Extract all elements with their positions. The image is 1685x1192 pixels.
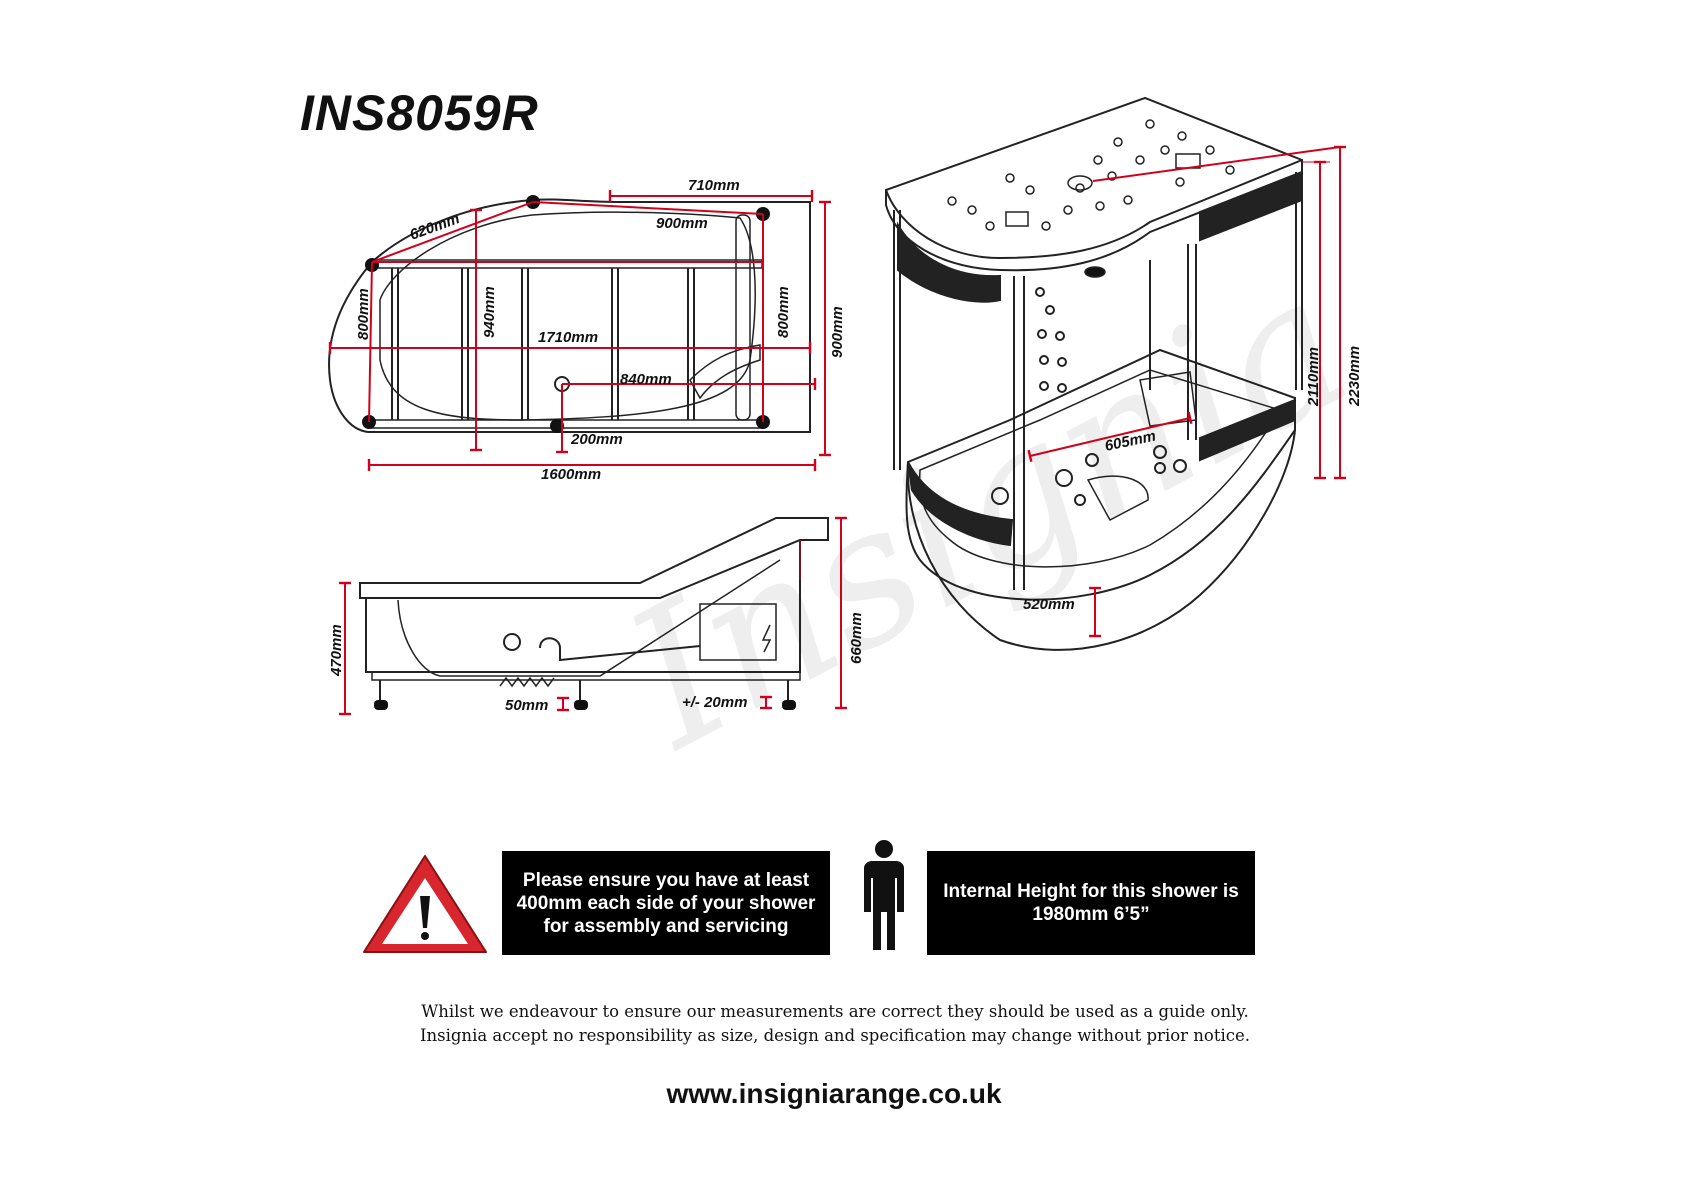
dim-2110: 2110mm [1305,347,1322,407]
dim-800-right: 800mm [775,286,792,338]
side-feet [374,700,796,710]
person-silhouette-icon [864,840,904,950]
plan-view [328,198,811,433]
dim-900-right: 900mm [829,306,846,358]
dim-2230: 2230mm [1346,346,1363,407]
dim-20: +/- 20mm [682,694,747,711]
website-link[interactable]: www.insigniarange.co.uk [666,1078,1002,1109]
dim-520: 520mm [1023,596,1075,613]
side-view [359,517,829,700]
plan-dimension-lines [328,190,831,471]
model-title: INS8059R [300,85,539,141]
dim-900-top: 900mm [656,215,708,232]
dim-50: 50mm [505,697,548,714]
dim-840: 840mm [620,371,672,388]
side-dimension-lines [339,516,847,716]
dim-200: 200mm [570,431,623,448]
dim-800-left: 800mm [355,288,372,340]
disclaimer-line-2: Insignia accept no responsibility as siz… [419,1026,1251,1045]
dim-1710: 1710mm [538,329,598,346]
disclaimer-line-1: Whilst we endeavour to ensure our measur… [421,1002,1249,1021]
internal-height-notice: Internal Height for this shower is 1980m… [927,851,1255,955]
dim-940: 940mm [481,286,498,338]
disclaimer: Whilst we endeavour to ensure our measur… [300,1000,1370,1048]
dim-1600: 1600mm [541,466,601,483]
clearance-notice: Please ensure you have at least 400mm ea… [502,851,830,955]
cabin-dimension-lines [1027,145,1346,638]
dim-710: 710mm [688,177,740,194]
cabin-view [885,96,1303,651]
dim-660: 660mm [848,612,865,664]
warning-triangle-icon [363,855,487,953]
dim-470: 470mm [328,624,345,677]
